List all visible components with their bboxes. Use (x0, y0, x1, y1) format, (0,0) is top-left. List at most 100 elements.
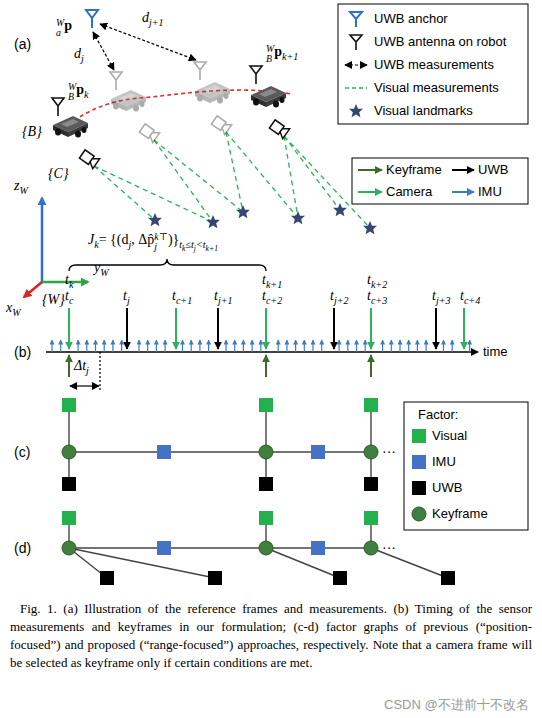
art-use (194, 62, 206, 80)
imu-arrow (295, 340, 296, 352)
legend-heading: Factor: (418, 407, 458, 423)
legend-text: IMU (432, 454, 456, 470)
math-label: xW (6, 300, 21, 317)
art-g (194, 62, 232, 135)
label-text: t (330, 288, 334, 303)
script-stack: k⊤j (154, 232, 168, 252)
label-text: t (262, 288, 266, 303)
camera-arrow (370, 308, 372, 349)
label-text: k+1 (266, 279, 282, 290)
keyframe-node (259, 445, 273, 459)
art-rect (352, 158, 528, 204)
imu-arrow (95, 340, 96, 352)
imu-arrow (452, 340, 453, 352)
uwb-factor (364, 477, 378, 491)
art-line (70, 385, 99, 386)
factor-legend (404, 402, 528, 530)
math-label: tj+1 (214, 288, 233, 305)
imu-arrow (138, 340, 139, 352)
script-stack: Wa (56, 18, 64, 38)
art-use (195, 82, 230, 104)
legend-text: UWB anchor (374, 11, 448, 27)
legend-text: UWB antenna on robot (374, 34, 506, 50)
art-path (350, 12, 362, 27)
art-line (94, 166, 155, 220)
uwb-range (100, 24, 196, 60)
label-text: W (19, 185, 27, 196)
art-line (452, 169, 474, 171)
math-label: tj (123, 288, 130, 305)
visual-factor (62, 511, 76, 525)
imu-arrow (86, 340, 87, 352)
script-stack: WB (266, 44, 274, 64)
uwb-arrow (333, 308, 335, 349)
math-label: WBpk+1 (266, 44, 298, 64)
math-label: tc+4 (460, 288, 480, 305)
label-text: c+3 (371, 295, 387, 306)
math-label: {W} (42, 292, 65, 309)
art-line (345, 64, 367, 65)
legend-text: Visual (432, 428, 467, 444)
label-text: W (100, 267, 108, 278)
legend-text: UWB (432, 480, 462, 496)
label-text: j+1 (149, 17, 164, 28)
label-text: d (142, 10, 149, 25)
label-text: (c) (14, 444, 30, 460)
camera-arrow (68, 308, 70, 349)
art-line (41, 198, 44, 282)
art-use (139, 123, 160, 143)
legend-text: Visual landmarks (374, 103, 473, 119)
label-text: , Δp̂ (131, 232, 154, 247)
label-text: k (84, 89, 88, 100)
visual-landmarks (148, 203, 377, 234)
math-label: tj+2 (330, 288, 349, 305)
imu-arrow (260, 340, 261, 352)
imu-factor (311, 541, 325, 555)
uwb-factor (441, 571, 455, 585)
imu-arrow (165, 340, 166, 352)
imu-arrow (443, 340, 444, 352)
legend-swatch (412, 429, 426, 443)
label-text: j (86, 365, 89, 376)
label-text: time (483, 344, 508, 359)
art-line (46, 351, 478, 353)
label-text: ··· (382, 539, 396, 555)
legend-text: UWB (478, 162, 508, 178)
uwb-range (93, 32, 114, 70)
art-use (206, 215, 220, 228)
label-text: p (76, 82, 84, 97)
legend-text: Camera (386, 184, 432, 200)
camera-arrow (175, 308, 177, 349)
factor-edge (266, 548, 340, 578)
visual-factor (259, 511, 273, 525)
figure-caption: Fig. 1. (a) Illustration of the referenc… (10, 600, 532, 672)
art-path (350, 35, 362, 50)
legend-b (352, 158, 528, 204)
label-text: c (69, 295, 73, 306)
camera-arrow (265, 308, 267, 349)
label-text: ··· (382, 443, 396, 459)
imu-arrow (365, 340, 366, 352)
math-label: tk+1 (262, 272, 282, 289)
art-use (291, 211, 305, 224)
art-line (226, 132, 243, 212)
art-circle (412, 507, 426, 521)
art-use (79, 149, 100, 169)
label-text: p (274, 44, 282, 59)
label-text: c+2 (266, 295, 282, 306)
label-text: (d) (14, 540, 31, 556)
label-text: {C} (48, 166, 69, 181)
label-text: = {(d (99, 232, 129, 247)
imu-arrow (252, 340, 253, 352)
legend-swatch (412, 455, 426, 469)
uwb-factor (208, 571, 222, 585)
math-label: dj (74, 46, 84, 63)
imu-arrow (356, 340, 357, 352)
uwb-arrow (217, 308, 219, 349)
label-text: k+1 (206, 244, 218, 253)
math-label: Δtj (74, 358, 89, 375)
label-text: W (12, 307, 20, 318)
label-text: CSDN @不进前十不改名 (384, 697, 529, 712)
label-text: j+2 (334, 295, 349, 306)
uwb-factor (259, 477, 273, 491)
